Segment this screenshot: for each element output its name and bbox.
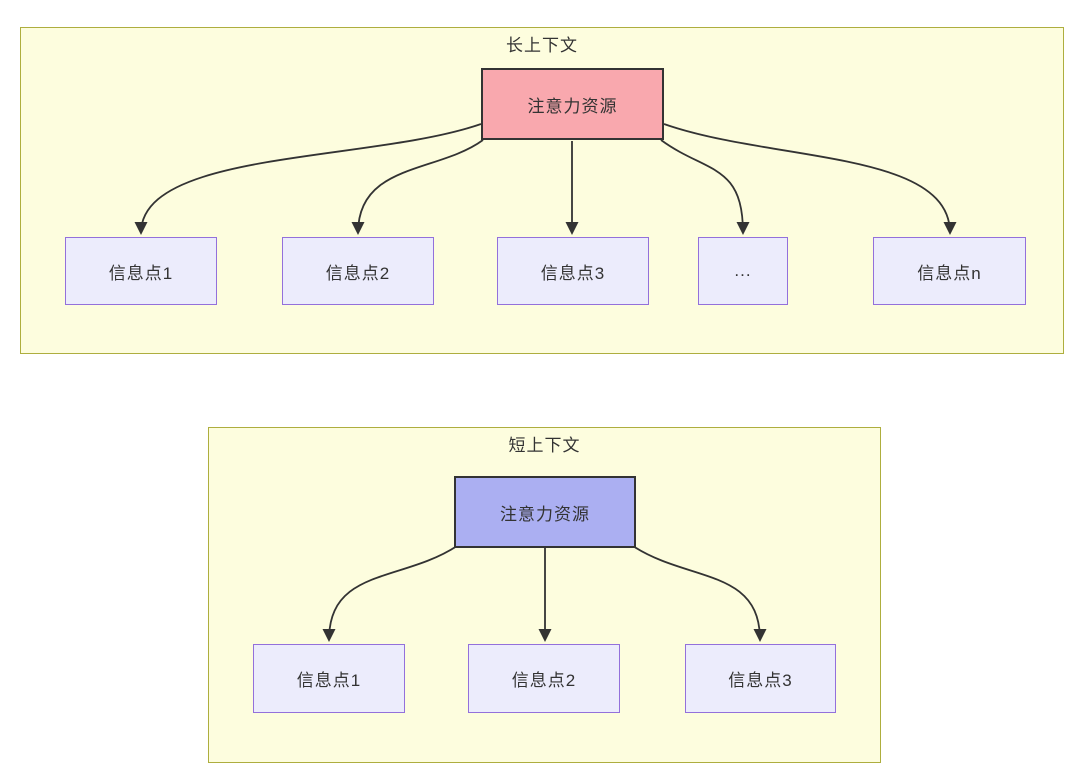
- short-info-node-2: 信息点2: [468, 644, 620, 713]
- long-info-node-1-label: 信息点1: [108, 263, 174, 283]
- long-info-node-ellipsis: ...: [698, 237, 788, 305]
- attention-node-long-label: 注意力资源: [527, 96, 618, 116]
- long-context-title: 长上下文: [506, 36, 578, 55]
- short-info-node-2-label: 信息点2: [511, 671, 577, 690]
- long-info-node-3: 信息点3: [497, 237, 649, 305]
- short-context-title: 短上下文: [508, 436, 581, 455]
- long-info-node-ellipsis-label: ...: [734, 261, 752, 280]
- short-info-node-1-label: 信息点1: [296, 671, 362, 690]
- long-info-node-n-label: 信息点n: [917, 263, 982, 283]
- attention-node-long: 注意力资源: [481, 68, 664, 140]
- long-info-node-2-label: 信息点2: [325, 263, 391, 283]
- long-info-node-2: 信息点2: [282, 237, 434, 305]
- short-info-node-3: 信息点3: [685, 644, 836, 713]
- long-info-node-n: 信息点n: [873, 237, 1026, 305]
- short-info-node-3-label: 信息点3: [728, 671, 793, 690]
- short-info-node-1: 信息点1: [253, 644, 405, 713]
- attention-node-short: 注意力资源: [454, 476, 636, 548]
- attention-node-short-label: 注意力资源: [500, 504, 590, 524]
- long-info-node-3-label: 信息点3: [540, 263, 606, 283]
- long-info-node-1: 信息点1: [65, 237, 217, 305]
